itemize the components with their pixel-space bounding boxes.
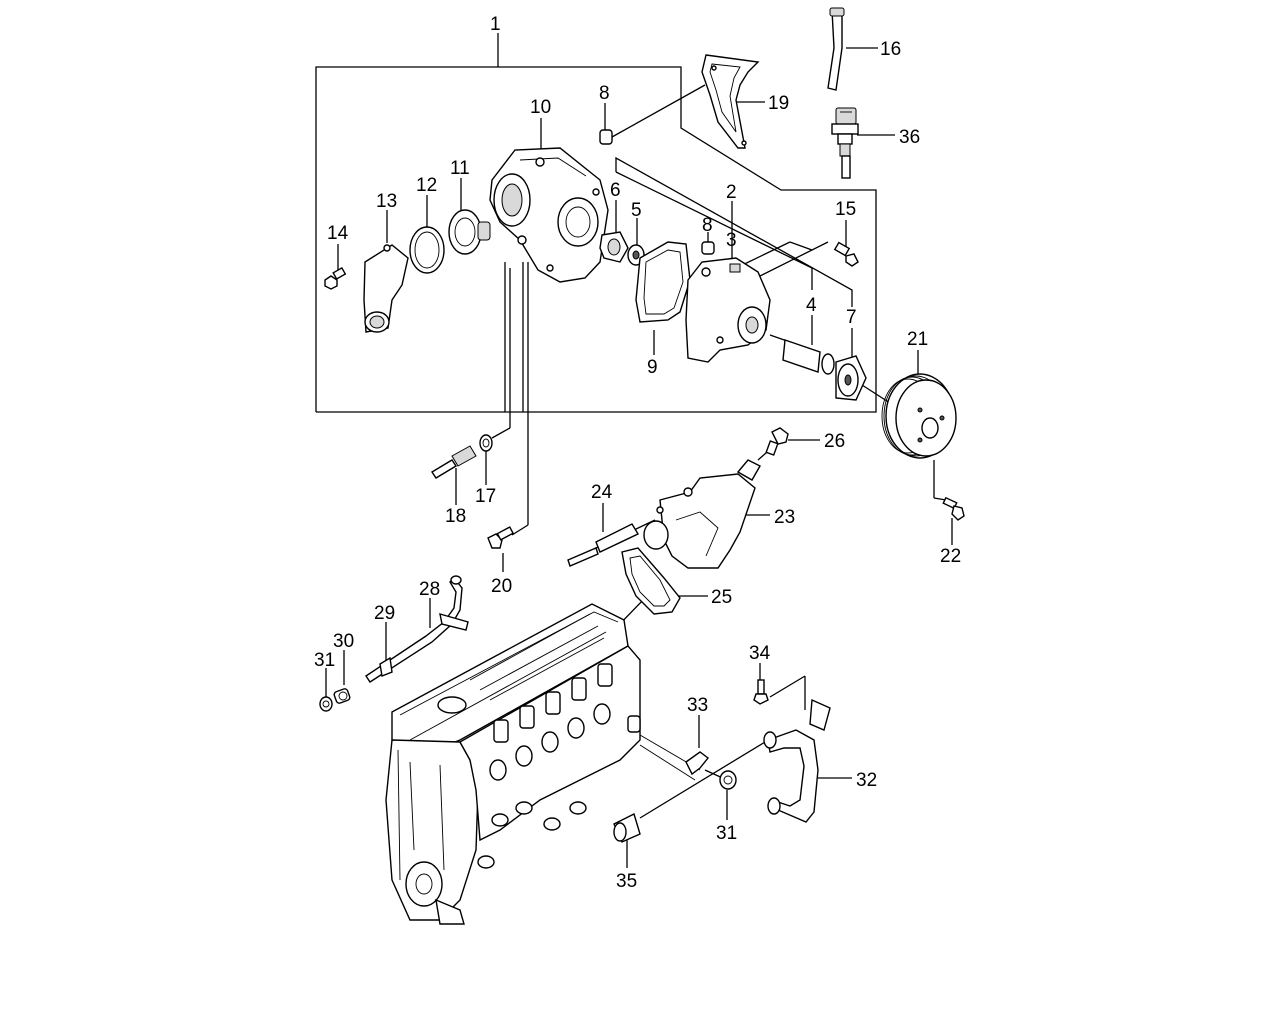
shaft-bearing-part: [769, 334, 835, 375]
callout-34: 34: [749, 643, 771, 664]
callout-11: 11: [450, 158, 470, 179]
callout-13: 13: [376, 191, 397, 212]
callout-4: 4: [806, 295, 817, 316]
thermostat-part: [448, 209, 491, 255]
outlet-gasket-part: [621, 547, 681, 615]
callout-16: 16: [880, 39, 901, 60]
washer-31-upper-part: [319, 696, 333, 712]
bolt-15-part: [833, 241, 859, 267]
sensor-plug-part: [431, 445, 477, 479]
callout-14: 14: [327, 223, 349, 244]
dowel-pin-part: [599, 129, 613, 145]
pump-gasket-part: [635, 241, 691, 323]
callout-23: 23: [774, 507, 795, 528]
temperature-sensor-part: [831, 107, 859, 179]
callout-5: 5: [631, 200, 642, 221]
pipe-24-part: [567, 523, 639, 567]
callout-7: 7: [846, 307, 857, 328]
pump-housing-part: [489, 147, 609, 283]
bracket-plate-part: [701, 54, 760, 149]
breather-tube-part: [827, 7, 845, 91]
fitting-30-part: [333, 688, 351, 704]
gasket-ring-part: [409, 226, 445, 274]
dowel-pin-right-part: [701, 241, 715, 255]
callout-21: 21: [907, 329, 928, 350]
callout-35: 35: [616, 871, 637, 892]
callout-32: 32: [856, 770, 877, 791]
bolt-part: [324, 266, 347, 290]
hose-pipe-28-part: [365, 575, 469, 683]
callout-17: 17: [475, 486, 496, 507]
clip-33-part: [685, 751, 709, 776]
callout-20: 20: [491, 576, 512, 597]
callout-labels: 1 2 3 4 5 6 7 8 8 9 10 11 12 13 14 15 16…: [314, 14, 961, 892]
hub-flange-part: [835, 355, 867, 401]
bolt-34-part: [753, 679, 769, 705]
callout-31-upper: 31: [314, 650, 335, 671]
callout-30: 30: [333, 631, 354, 652]
callout-1: 1: [490, 14, 501, 35]
callout-31-lower: 31: [716, 823, 737, 844]
callout-33: 33: [687, 695, 708, 716]
engine-block-part: [385, 603, 641, 925]
fitting-35-part: [613, 813, 641, 843]
callout-2: 2: [726, 182, 737, 203]
bolt-20-part: [487, 526, 515, 549]
callout-29: 29: [374, 603, 395, 624]
callout-6: 6: [610, 180, 621, 201]
pipe-bracket-29-part: [379, 656, 393, 677]
bolt-26-part: [765, 427, 789, 456]
callout-26: 26: [824, 431, 845, 452]
callout-24: 24: [591, 482, 613, 503]
callout-8-right: 8: [702, 215, 713, 236]
assembly-bracket: [315, 33, 877, 413]
callout-18: 18: [445, 506, 466, 527]
outlet-housing-part: [643, 459, 761, 569]
callout-22: 22: [940, 546, 961, 567]
bolt-22-part: [942, 496, 965, 521]
hose-32-part: [763, 698, 831, 823]
water-inlet-part: [363, 244, 409, 333]
callout-10: 10: [530, 97, 551, 118]
impeller-part: [599, 231, 629, 263]
callout-19: 19: [768, 93, 789, 114]
washer-31-lower-part: [719, 770, 737, 790]
callout-9: 9: [647, 357, 658, 378]
water-pump-body-part: [685, 257, 771, 363]
washer-17-part: [479, 434, 493, 452]
callout-12: 12: [416, 175, 437, 196]
callout-8-top: 8: [599, 83, 610, 104]
callout-25: 25: [711, 587, 732, 608]
callout-28: 28: [419, 579, 440, 600]
pulley-part: [881, 373, 957, 459]
callout-3: 3: [726, 230, 737, 251]
callout-36: 36: [899, 127, 920, 148]
callout-15: 15: [835, 199, 856, 220]
